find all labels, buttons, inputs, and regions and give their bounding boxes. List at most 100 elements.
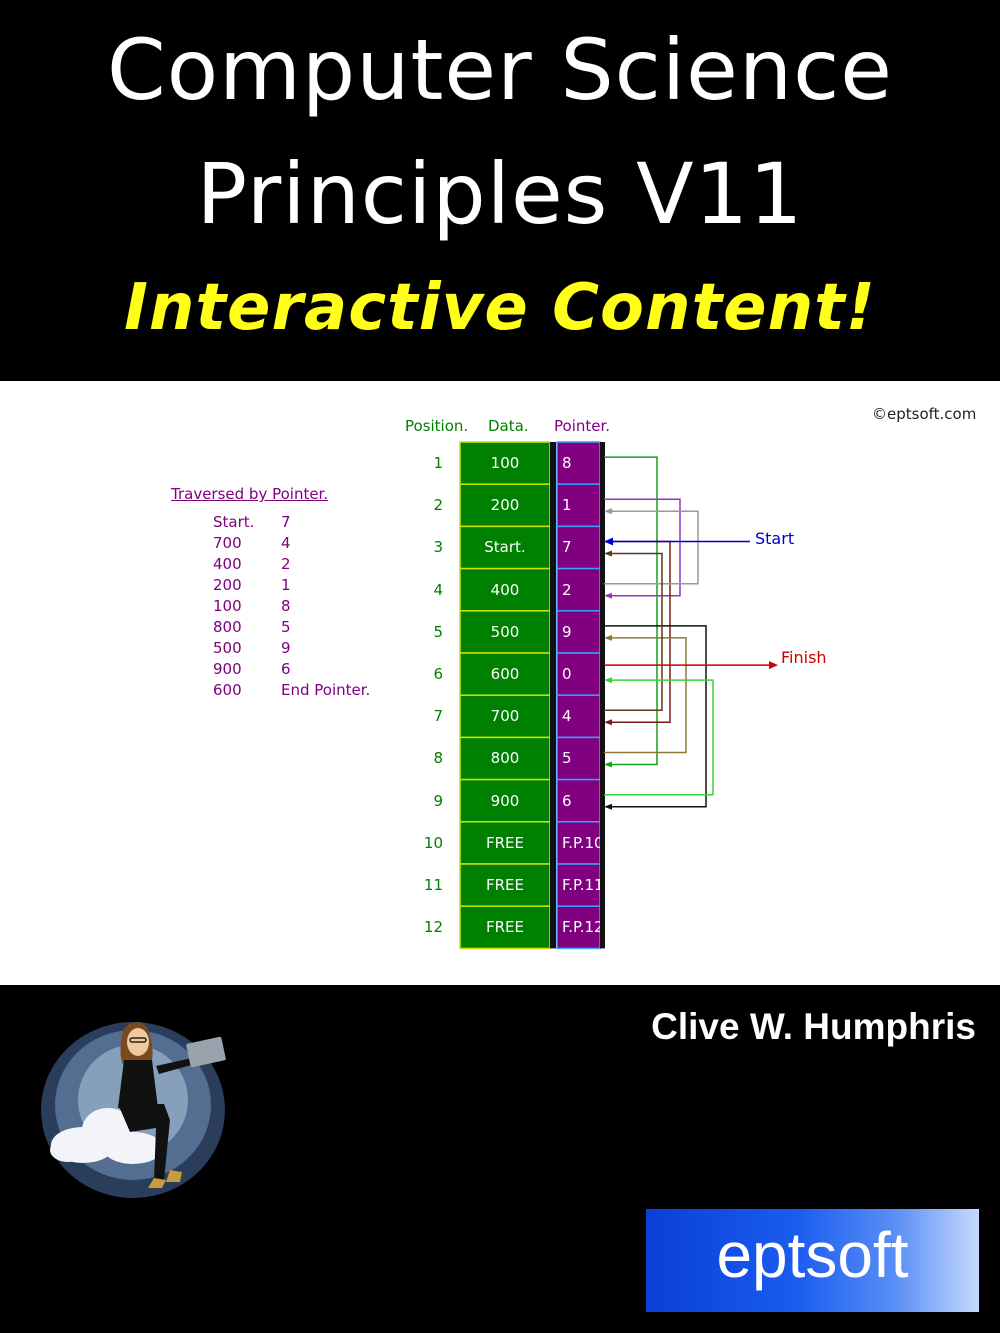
traversal-value: Start. bbox=[213, 513, 255, 531]
pointer-cell bbox=[556, 694, 601, 739]
data-value: FREE bbox=[485, 876, 524, 894]
data-cell bbox=[459, 736, 551, 781]
data-value: FREE bbox=[485, 918, 524, 937]
pointer-link-arrowhead bbox=[604, 508, 612, 515]
pointer-column-header: Pointer. bbox=[554, 417, 611, 435]
traversal-value: 100 bbox=[213, 597, 242, 615]
data-cell bbox=[459, 821, 551, 865]
pointer-value: F.P.12 bbox=[562, 918, 600, 937]
traversal-pointer: 9 bbox=[281, 639, 291, 657]
book-subtitle: Interactive Content! bbox=[124, 271, 876, 345]
publisher-logo-text: eptsoft bbox=[716, 1219, 909, 1291]
author-name: Clive W. Humphris bbox=[651, 1006, 976, 1047]
pointer-cell bbox=[556, 778, 601, 823]
pointer-value: F.P.11 bbox=[562, 876, 600, 894]
pointer-cell bbox=[556, 652, 601, 696]
position-number: 7 bbox=[433, 707, 443, 726]
pointer-value: F.P.10 bbox=[562, 833, 600, 852]
traversal-pointer: 1 bbox=[281, 576, 291, 594]
pointer-value: 0 bbox=[562, 665, 572, 683]
data-value: 400 bbox=[490, 580, 520, 599]
data-cell bbox=[459, 694, 551, 739]
pointer-value: 2 bbox=[562, 580, 572, 599]
pointer-link-line bbox=[604, 540, 671, 724]
column-shadow bbox=[600, 442, 605, 949]
linked-list-diagram bbox=[459, 441, 778, 950]
pointer-cell bbox=[556, 567, 601, 612]
pointer-value: 8 bbox=[562, 454, 572, 472]
traversal-pointer: 4 bbox=[281, 534, 291, 552]
traversal-value: 400 bbox=[213, 555, 242, 573]
pointer-link-line bbox=[604, 625, 707, 808]
woman-with-laptop-on-cloud-icon bbox=[41, 1022, 226, 1198]
traversal-pointer: 7 bbox=[281, 513, 291, 531]
start-label: Start bbox=[755, 529, 795, 548]
pointer-link-line bbox=[604, 679, 714, 796]
pointer-link-line bbox=[604, 456, 658, 766]
publisher-logo: eptsoft bbox=[646, 1209, 979, 1312]
start-arrowhead bbox=[604, 537, 613, 546]
pointer-link-arrowhead bbox=[604, 634, 612, 641]
linked-list-diagram-panel: ©eptsoft.com Traversed by Pointer. Start… bbox=[0, 381, 1000, 985]
pointer-link-arrowhead bbox=[604, 761, 612, 768]
data-value: Start. bbox=[484, 538, 526, 557]
data-column-header: Data. bbox=[488, 417, 529, 435]
pointer-value: 1 bbox=[562, 496, 572, 515]
data-value: 700 bbox=[490, 707, 520, 726]
position-number: 9 bbox=[433, 791, 443, 810]
traversal-value: 200 bbox=[213, 576, 242, 594]
data-value: 100 bbox=[490, 454, 520, 472]
traversal-value: 900 bbox=[213, 660, 242, 678]
pointer-cell bbox=[556, 441, 601, 485]
finish-arrowhead bbox=[769, 661, 778, 670]
pointer-link-arrowhead bbox=[604, 550, 612, 557]
traversal-value: 700 bbox=[213, 534, 242, 552]
position-number: 11 bbox=[423, 876, 443, 894]
pointer-link-line bbox=[604, 498, 681, 597]
pointer-link-arrowhead bbox=[604, 592, 612, 599]
pointer-value: 9 bbox=[562, 622, 572, 641]
book-title-line-1: Computer Science bbox=[107, 21, 893, 119]
pointer-link-line bbox=[604, 637, 687, 754]
position-number: 8 bbox=[433, 749, 443, 768]
copyright-notice: ©eptsoft.com bbox=[872, 405, 977, 423]
book-title-line-2: Principles V11 bbox=[196, 145, 804, 243]
data-value: 900 bbox=[490, 791, 520, 810]
position-number: 6 bbox=[433, 665, 443, 683]
position-number: 3 bbox=[433, 538, 443, 557]
pointer-value: 6 bbox=[562, 791, 572, 810]
data-value: 600 bbox=[490, 665, 520, 683]
traversal-value: 600 bbox=[213, 681, 242, 699]
traversal-pointer: 8 bbox=[281, 597, 291, 615]
data-value: FREE bbox=[485, 833, 524, 852]
position-number: 10 bbox=[423, 833, 443, 852]
pointer-value: 7 bbox=[562, 538, 572, 557]
position-number: 4 bbox=[433, 580, 443, 599]
data-cell bbox=[459, 610, 551, 654]
pointer-value: 5 bbox=[562, 749, 572, 768]
traversal-value: 500 bbox=[213, 639, 242, 657]
pointer-link-arrowhead bbox=[604, 803, 612, 810]
finish-label: Finish bbox=[781, 648, 827, 667]
traversal-pointer: 6 bbox=[281, 660, 291, 678]
position-number: 2 bbox=[433, 496, 443, 515]
traversal-value: 800 bbox=[213, 618, 242, 636]
pointer-link-line bbox=[604, 510, 699, 585]
pointer-link-arrowhead bbox=[604, 719, 612, 726]
traversal-pointer: 2 bbox=[281, 555, 291, 573]
data-cell bbox=[459, 905, 551, 950]
pointer-cell bbox=[556, 736, 601, 781]
pointer-cell bbox=[556, 610, 601, 654]
traversal-pointer: 5 bbox=[281, 618, 291, 636]
position-number: 1 bbox=[433, 454, 443, 472]
traversal-pointer: End Pointer. bbox=[281, 681, 371, 699]
traversal-title: Traversed by Pointer. bbox=[171, 485, 329, 503]
pointer-value: 4 bbox=[562, 707, 572, 726]
position-number: 5 bbox=[433, 622, 443, 641]
pointer-cell bbox=[556, 905, 601, 950]
data-value: 500 bbox=[490, 622, 520, 641]
position-column-header: Position. bbox=[405, 417, 469, 435]
data-cell bbox=[459, 863, 551, 907]
data-cell bbox=[459, 778, 551, 823]
data-value: 200 bbox=[490, 496, 520, 515]
